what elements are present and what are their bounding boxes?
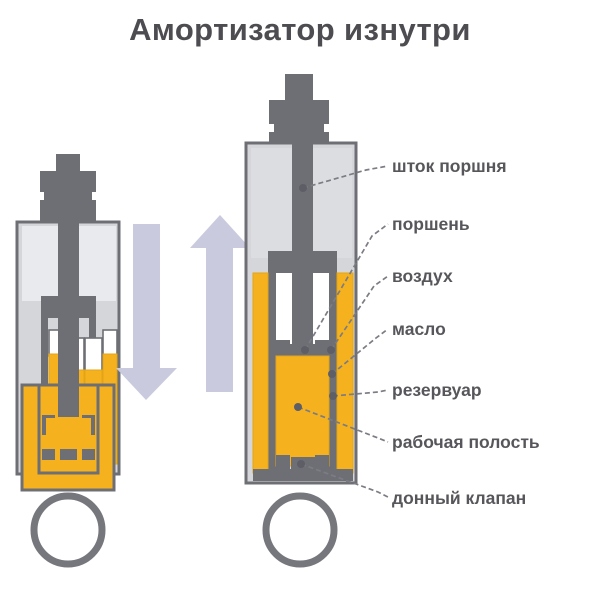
up-arrow [190,215,250,392]
callout-label-bottom-valve: донный клапан [392,488,527,508]
dot-bottom-valve [297,460,305,468]
callout-leaders [297,165,389,498]
leader-oil [331,328,389,375]
callout-label-piston-rod: шток поршня [392,156,507,176]
page-title: Амортизатор изнутри [129,12,471,47]
dot-oil [328,370,336,378]
callout-label-working-cavity: рабочая полость [392,432,540,452]
leader-bottom-valve [300,463,389,498]
dot-reservoir [329,392,337,400]
callout-label-piston: поршень [392,214,470,234]
leader-air [330,275,389,351]
leader-working-cavity [297,406,389,443]
left-reservoir [20,383,116,492]
left-eyelet-ring [30,492,106,568]
right-eyelet-ring [262,492,338,568]
right-piston-rod [268,143,337,273]
right-working-cavity [275,355,330,467]
callout-dots [294,184,337,468]
callout-label-reservoir: резервуар [392,380,482,400]
left-piston-rod [41,222,96,330]
dot-air [327,346,335,354]
left-shock-absorber [15,154,121,568]
dot-piston-rod [299,184,307,192]
left-top-cap [40,154,96,222]
dot-piston [301,346,309,354]
down-arrow [116,224,177,400]
callout-label-air: воздух [392,266,453,286]
dot-working-cavity [294,403,302,411]
leader-piston-rod [302,165,389,189]
leader-piston [304,223,389,351]
leader-reservoir [332,389,389,397]
stroke-direction-arrows [116,215,250,400]
callout-label-oil: масло [392,319,446,339]
right-shock-absorber [244,74,358,568]
